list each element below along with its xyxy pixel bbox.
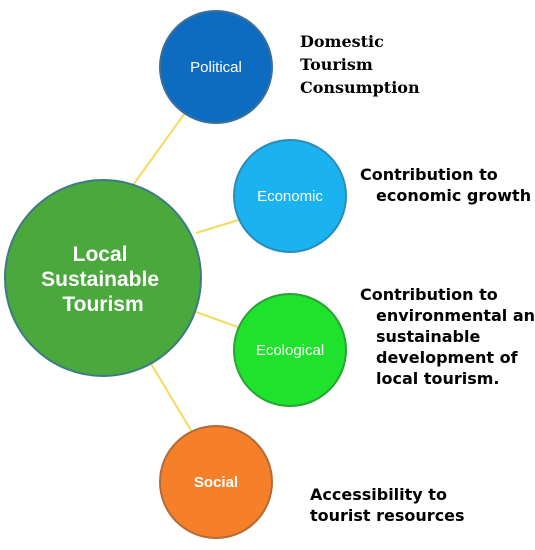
political-desc-line-3: Consumption [300,78,420,97]
political-desc-line-2: Tourism [300,55,373,74]
economic-node [233,139,347,253]
ecological-label: Ecological [256,342,324,359]
connector-economic [195,217,246,234]
social-desc-line-2: tourist resources [310,506,465,525]
political-desc-line-1: Domestic [300,32,384,51]
connector-ecological [195,311,247,331]
social-node [159,425,273,539]
social-description: Accessibility to tourist resources [310,484,465,526]
center-line-1: Local [73,243,128,266]
ecological-desc-line-2: environmental and [376,306,535,325]
ecological-desc-line-1: Contribution to [360,285,498,304]
economic-label: Economic [257,188,323,205]
political-label: Political [190,59,242,76]
political-node [159,10,273,124]
center-line-2: Sustainable [41,268,159,291]
ecological-desc-line-5: local tourism. [376,369,500,388]
economic-desc-line-1: Contribution to [360,165,498,184]
ecological-node [233,293,347,407]
center-line-3: Tourism [62,293,143,316]
connector-political [127,105,191,193]
connector-social [149,361,193,433]
center-node [4,179,202,377]
political-description: Domestic Tourism Consumption [300,30,420,99]
economic-description: Contribution to economic growth [360,164,531,206]
ecological-desc-line-4: development of [376,348,518,367]
social-label: Social [194,474,238,491]
economic-desc-line-2: economic growth [376,186,532,205]
ecological-desc-line-3: sustainable [376,327,481,346]
ecological-description: Contribution to environmental and sustai… [360,284,535,389]
social-desc-line-1: Accessibility to [310,485,447,504]
center-label: Local Sustainable Tourism [41,243,165,316]
